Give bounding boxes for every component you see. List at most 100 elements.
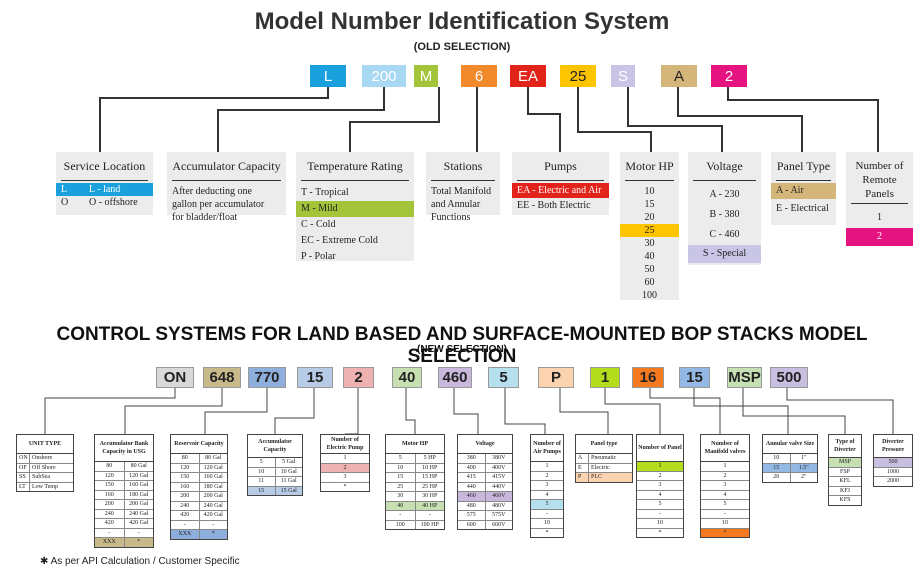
table-cell: 80 Gal (130, 463, 147, 469)
table-row: 10 10 Gal (248, 467, 302, 477)
table-row: 15 1.5" (763, 463, 817, 473)
section-subtitle: (NEW SELECTION) (417, 344, 507, 355)
table-row: * (637, 529, 683, 538)
table-row: * (701, 528, 749, 537)
table-header: Number of Panel (637, 435, 683, 462)
table-cell: 5 HP (423, 455, 436, 461)
table-cell: 1" (801, 455, 807, 461)
table-cell: 415V (492, 474, 506, 480)
new-chip-14: 500 (770, 367, 808, 388)
old-chip-9: 2 (711, 65, 747, 87)
table-cell: 5 (658, 501, 662, 507)
table-cell: 575V (492, 512, 506, 518)
table-row: 5 (531, 500, 563, 510)
table-row: 10 (701, 519, 749, 529)
table-cell: 480V (492, 502, 506, 509)
divider (517, 180, 604, 181)
divider (625, 180, 674, 181)
new-chip-2: 648 (203, 367, 241, 388)
new-chip-3: 770 (248, 367, 286, 388)
table-row: 3 (531, 481, 563, 491)
table-cell: LT (17, 482, 30, 491)
table-row: - (531, 510, 563, 519)
table-cell: ON (17, 454, 30, 463)
table-cell: E (576, 463, 589, 472)
panel-accumulator-capacity: Accumulator Capacity After deducting one… (167, 152, 286, 223)
old-chip-1: L (310, 65, 346, 87)
panel-type-row-selected: A - Air (771, 183, 836, 199)
table-cell: * (723, 529, 727, 536)
table-cell: 10 Gal (280, 468, 297, 475)
panel-title: Pumps (544, 159, 577, 173)
table-cell: 120 (171, 463, 200, 472)
table-cell: 11 Gal (280, 478, 297, 484)
table-cell: 3 (723, 482, 727, 488)
table-cell: SubSea (32, 474, 50, 480)
pump-row: EE - Both Electric (517, 200, 591, 211)
table-cell: 10 (248, 467, 276, 476)
table-cell: 420 (95, 519, 125, 528)
temp-row: P - Polar (301, 251, 336, 262)
table-cell: 15 HP (422, 474, 438, 480)
table-cell: 380V (492, 455, 506, 461)
table-cell: * (211, 531, 215, 537)
table-cell: 180 Gal (203, 483, 223, 490)
new-chip-5: 2 (343, 367, 374, 388)
new-chip-7: 460 (438, 367, 472, 388)
table-cell: 380 (458, 454, 486, 463)
old-chip-2: 200 (362, 65, 406, 87)
table-cell: 420 (171, 511, 200, 520)
line: for bladder/float (172, 212, 238, 223)
table-cell: 200 Gal (129, 501, 149, 507)
table-header: Reservoir Capacity (171, 435, 227, 454)
pump-row-selected: EA - Electric and Air (512, 183, 609, 198)
table-cell: 2 (723, 472, 727, 479)
table-row: 4 (701, 491, 749, 500)
table-cell: 3 (545, 482, 549, 488)
table-cell: Pneumatic (591, 455, 617, 461)
table-header: UNIT TYPE (17, 435, 73, 454)
table-cell: 5 (386, 454, 416, 463)
table-cell: - (386, 511, 416, 520)
table-header: Voltage (458, 435, 512, 454)
table-cell: 15 (763, 463, 791, 472)
panel-type-row: E - Electrical (776, 203, 829, 214)
table-cell: 415 (458, 473, 486, 482)
table-row: KFJ (829, 487, 861, 496)
table-cell: 1.5" (798, 464, 809, 471)
table-cell: 460V (492, 493, 506, 499)
table-header: Motor HP (386, 435, 444, 454)
table-cell: 30 (386, 492, 416, 501)
table-cell: 10 (657, 520, 663, 526)
table-cell: 420 Gal (203, 512, 223, 518)
new-chip-6: 40 (392, 367, 422, 388)
table-cell: 3 (658, 482, 662, 488)
panel-panel-type: Panel Type A - Air E - Electrical (771, 152, 836, 225)
table-row: 5 (701, 500, 749, 510)
section-title: CONTROL SYSTEMS FOR LAND BASED AND SURFA… (56, 324, 868, 367)
table-cell: 15 (248, 486, 276, 495)
table-row: -- (95, 528, 153, 538)
table-row: KFS (829, 496, 861, 505)
motor-row: 50 (644, 264, 655, 275)
table-header: Accumulator Capacity (248, 435, 302, 458)
table-cell: 400V (492, 464, 506, 471)
table-cell: 30 HP (422, 493, 438, 499)
table-row: XXX* (171, 530, 227, 539)
